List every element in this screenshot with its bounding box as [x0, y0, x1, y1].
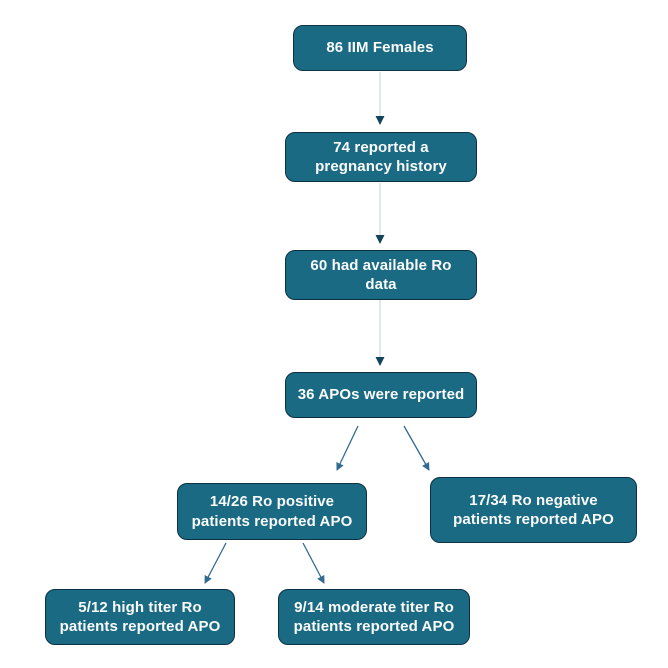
node-label: 60 had available Ro data [310, 257, 452, 294]
node-label: 17/34 Ro negative patients reported APO [453, 491, 614, 528]
arrow-apos-to-ropositive [336, 425, 359, 471]
node-label: 74 reported a pregnancy history [315, 139, 447, 176]
node-moderate-titer: 9/14 moderate titer Ro patients reported… [278, 589, 470, 645]
node-high-titer: 5/12 high titer Ro patients reported APO [45, 589, 235, 645]
node-label: 5/12 high titer Ro patients reported APO [59, 598, 221, 635]
arrow-ropositive-to-moderatetiter [302, 542, 325, 584]
arrow-ropositive-to-hightiter [204, 542, 227, 584]
node-label: 9/14 moderate titer Ro patients reported… [293, 598, 455, 635]
node-label: 36 APOs were reported [297, 386, 465, 404]
node-ro-negative: 17/34 Ro negative patients reported APO [430, 477, 637, 543]
node-36-apos-reported: 36 APOs were reported [285, 372, 477, 418]
node-74-pregnancy-history: 74 reported a pregnancy history [285, 132, 477, 183]
arrow-apos-to-ronegative [403, 425, 430, 471]
node-ro-positive: 14/26 Ro positive patients reported APO [177, 483, 367, 540]
node-86-iim-females: 86 IIM Females [293, 25, 467, 71]
node-label: 14/26 Ro positive patients reported APO [191, 493, 353, 530]
node-label: 86 IIM Females [326, 39, 434, 57]
node-60-ro-data: 60 had available Ro data [285, 250, 477, 301]
